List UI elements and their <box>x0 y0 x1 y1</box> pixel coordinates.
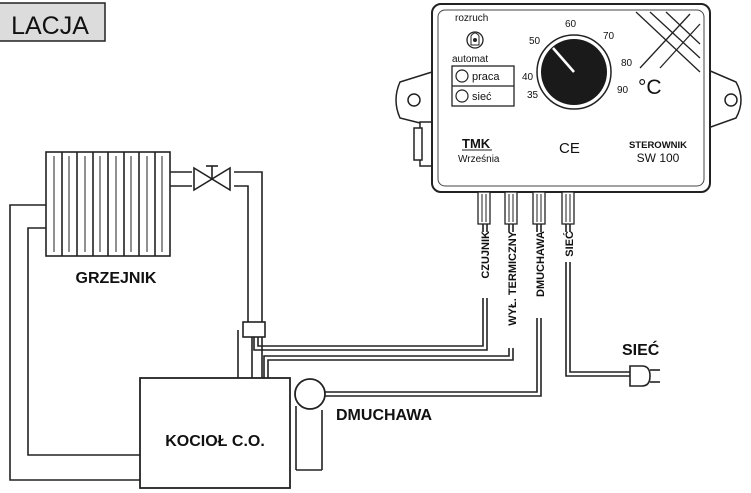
grzejnik-label: GRZEJNIK <box>76 270 157 287</box>
praca-label: praca <box>472 71 500 83</box>
terminal-gland-ribs <box>481 194 571 222</box>
blower-icon <box>294 378 326 410</box>
kociol-label: KOCIOŁ C.O. <box>165 433 265 450</box>
left-mount-hole <box>407 93 421 107</box>
heating-pipes <box>9 171 323 481</box>
corner-hatch <box>635 11 701 73</box>
dmuchawa-label: DMUCHAWA <box>336 407 432 424</box>
wire-siec <box>565 262 630 377</box>
ce-mark: CE <box>559 140 580 157</box>
terminal-label-siec: SIEĆ <box>563 231 576 257</box>
rozruch-label: rozruch <box>455 13 488 24</box>
control-wires <box>253 224 630 397</box>
supply-pipe <box>234 171 263 337</box>
wire-wyl-termiczny <box>263 348 510 380</box>
terminal-label-czujnik: CZUJNIK <box>480 231 492 279</box>
right-mount-hole <box>724 93 738 107</box>
unit-label: °C <box>638 76 662 99</box>
return-pipe <box>9 204 140 481</box>
model-title: STEROWNIK <box>629 140 687 151</box>
dial-tick-40: 40 <box>522 72 534 83</box>
header-tab <box>0 2 106 42</box>
dial-tick-80: 80 <box>621 58 633 69</box>
siec-led-label: sieć <box>472 91 492 103</box>
model-code: SW 100 <box>637 151 680 165</box>
terminal-glands <box>477 191 575 225</box>
dial-tick-50: 50 <box>529 36 541 47</box>
controller-unit: rozruch automat praca sieć 35 40 50 60 7… <box>395 3 742 193</box>
siec-led-icon <box>455 89 469 103</box>
wire-czujnik <box>257 298 484 347</box>
dial-tick-90: 90 <box>617 85 629 96</box>
dial-tick-35: 35 <box>527 90 539 101</box>
wire-dmuchawa <box>322 318 538 393</box>
header-tab-text: LACJA <box>11 12 89 40</box>
brand-logo: TMK <box>462 136 491 151</box>
power-plug-icon <box>629 365 660 387</box>
valve-icon <box>193 165 231 192</box>
sensor-block <box>242 321 266 338</box>
siec-label: SIEĆ <box>622 340 660 359</box>
brand-city: Września <box>458 154 500 165</box>
dial-tick-60: 60 <box>565 19 577 30</box>
praca-led-icon <box>455 69 469 83</box>
terminal-label-wyl-termiczny: WYŁ. TERMICZNY <box>507 230 519 325</box>
dial-tick-70: 70 <box>603 31 615 42</box>
boiler-body <box>139 377 291 489</box>
terminal-label-dmuchawa: DMUCHAWA <box>535 231 547 297</box>
dial-pointer <box>552 47 575 73</box>
radiator-icon <box>45 151 171 257</box>
automat-label: automat <box>452 54 488 65</box>
